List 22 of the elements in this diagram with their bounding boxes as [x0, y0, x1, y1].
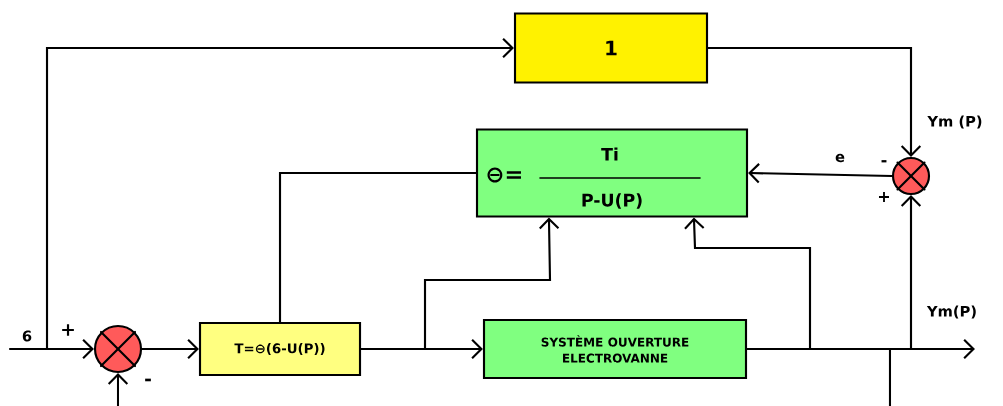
block-box: 1: [513, 12, 709, 84]
transfer-function-box: ⊖= Ti P-U(P): [475, 128, 749, 218]
arrow: [707, 46, 922, 157]
sign-label: -: [145, 378, 151, 382]
edge-label: Ym(P): [925, 304, 979, 320]
arrow: [684, 217, 812, 351]
block-box: SYSTÈME OUVERTURE ELECTROVANNE: [482, 318, 748, 380]
sign-label: -: [881, 160, 887, 163]
summing-junction: [891, 156, 931, 196]
sign-label: +: [879, 191, 889, 202]
arrow: [748, 163, 893, 184]
arrow: [141, 338, 199, 360]
arrow: [360, 217, 560, 351]
edge-label: e: [833, 152, 847, 164]
summing-junction: [93, 324, 143, 374]
arrow: [8, 338, 94, 360]
signal-label: Ym (P): [927, 115, 982, 129]
arrow: [107, 373, 129, 406]
sign-label: +: [62, 324, 74, 336]
edge-label: 6: [20, 329, 34, 343]
arrow: [45, 37, 514, 351]
block-box: T=⊖(6-U(P)): [198, 321, 362, 377]
